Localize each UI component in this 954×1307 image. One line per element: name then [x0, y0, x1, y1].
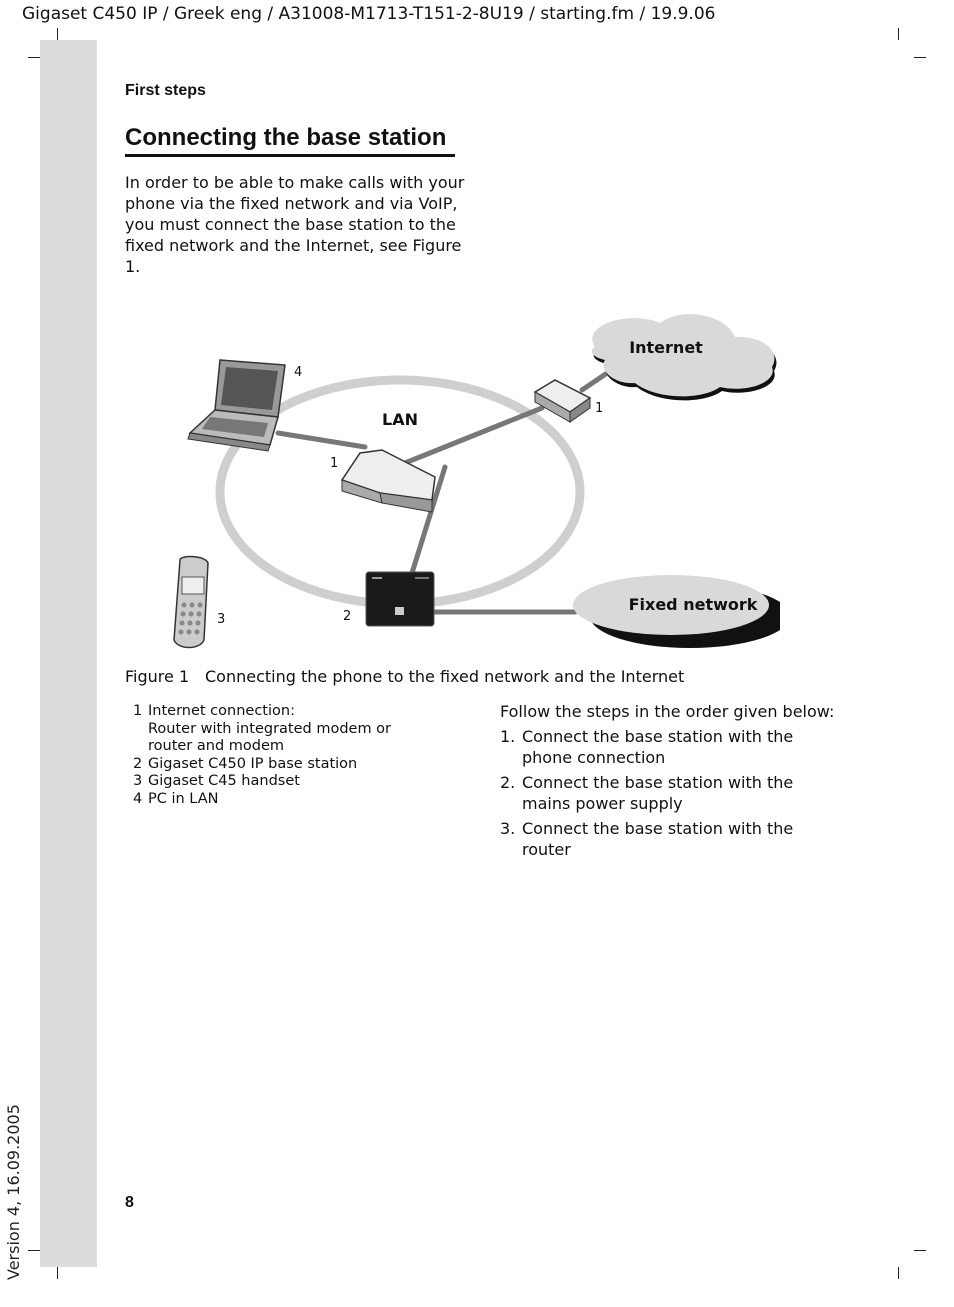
router-icon [340, 449, 436, 513]
pc-cable [275, 430, 368, 450]
legend-item: 1 Internet connection:Router with integr… [133, 703, 392, 754]
fixed-network-label: Fixed network [629, 595, 758, 614]
crop-mark [914, 1250, 926, 1251]
crop-mark [898, 28, 899, 40]
version-stamp: Version 4, 16.09.2005 [4, 1104, 23, 1280]
running-head: Gigaset C450 IP / Greek eng / A31008-M17… [22, 4, 716, 24]
modem-icon [533, 379, 592, 423]
crop-mark [28, 1250, 40, 1251]
crop-mark [57, 1267, 58, 1279]
side-bar [40, 40, 97, 1267]
crop-mark [28, 57, 40, 58]
step-item: 1.Connect the base station with the phon… [500, 727, 794, 767]
step-item: 3.Connect the base station with the rout… [500, 819, 794, 859]
callout-router: 1 [330, 456, 338, 471]
laptop-icon [187, 359, 286, 452]
callout-modem: 1 [595, 401, 603, 416]
figure-caption: Figure 1 Connecting the phone to the fixe… [125, 667, 684, 686]
lan-label: LAN [382, 410, 418, 429]
base-cable [409, 464, 448, 576]
callout-handset: 3 [217, 612, 225, 627]
figure-caption-text: Connecting the phone to the fixed networ… [205, 667, 685, 686]
intro-paragraph: In order to be able to make calls with y… [125, 173, 465, 276]
crop-mark [914, 57, 926, 58]
step-item: 2.Connect the base station with the main… [500, 773, 794, 813]
handset-icon [173, 555, 209, 649]
page-title: Connecting the base station [125, 124, 455, 157]
crop-mark [57, 28, 58, 40]
section-label: First steps [125, 82, 206, 99]
fixed-network-cloud [573, 575, 780, 648]
internet-label: Internet [629, 338, 703, 357]
base-station-icon [365, 571, 435, 627]
crop-mark [898, 1267, 899, 1279]
callout-pc: 4 [294, 365, 302, 380]
figure-number: Figure 1 [125, 667, 190, 686]
callout-base: 2 [343, 609, 351, 624]
page-number: 8 [125, 1194, 134, 1211]
internet-cloud [591, 314, 777, 401]
steps-list: Follow the steps in the order given belo… [500, 701, 840, 860]
figure-legend: 1 Internet connection:Router with integr… [133, 703, 463, 808]
router-cable [397, 405, 545, 468]
steps-intro: Follow the steps in the order given belo… [500, 702, 835, 721]
connection-diagram: Internet Fixed network LAN 4 1 1 2 [173, 314, 780, 649]
